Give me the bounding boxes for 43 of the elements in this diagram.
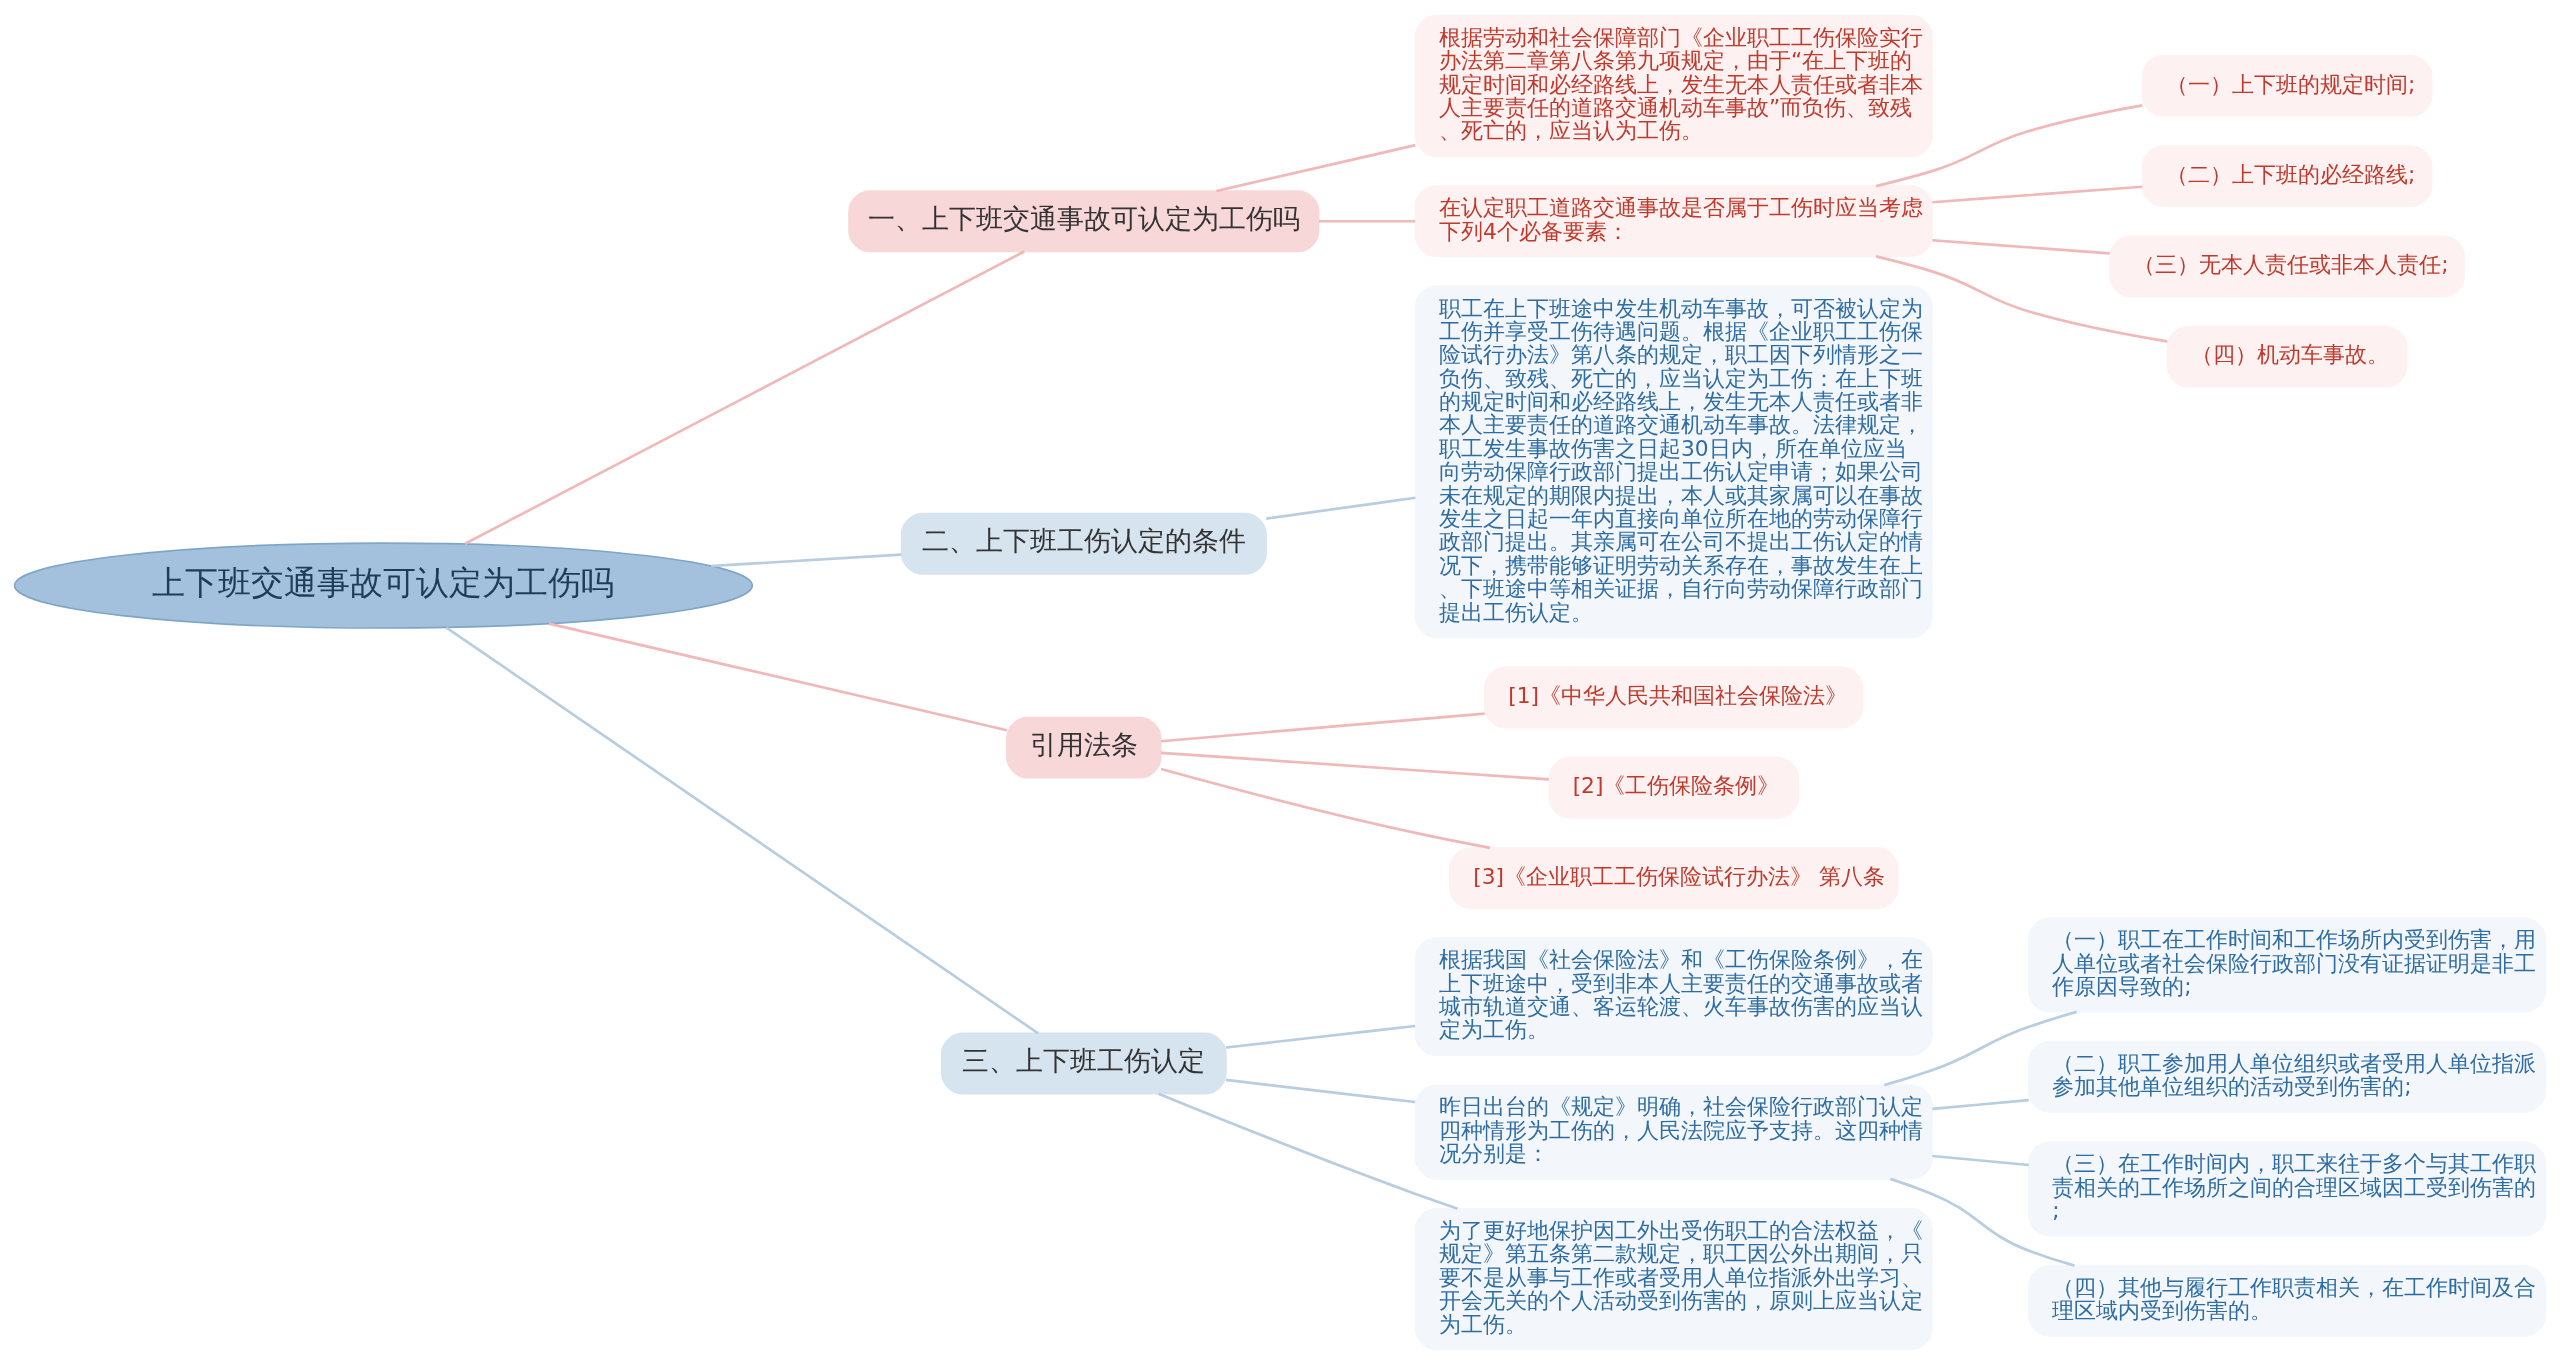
node-box: 为了更好地保护因工外出受伤职工的合法权益，《规定》第五条第二款规定，职工因公外出期间，只要不是从事与工作或者受用人单位指派外出学习、开会无关的个人活动受到伤害的，原则上应当认定为工伤。 [1414,1207,1933,1350]
node-box: 根据劳动和社会保障部门《企业职工工伤保险实行办法第二章第八条第九项规定，由于“在上下班的规定时间和必经路线上，发生无本人责任或者非本人主要责任的道路交通机动车事故”而负伤、致残、死亡的，应当认为工伤。 [1414,14,1933,157]
node-box: 引用法条 [1006,716,1162,779]
connector [1160,767,1491,849]
node-box: （三）在工作时间内，职工来往于多个与其工作职责相关的工作场所之间的合理区域因工受到伤害的; [2028,1140,2547,1236]
node-box: （四）其他与履行工作职责相关，在工作时间及合理区域内受到伤害的。 [2028,1264,2547,1337]
connector [1225,1078,1416,1103]
node-box: （二）上下班的必经路线; [2141,144,2433,207]
node-box: （二）职工参加用人单位组织或者受用人单位指派参加其他单位组织的活动受到伤害的; [2028,1040,2547,1113]
connector [1160,711,1485,743]
node-box: （四）机动车事故。 [2166,325,2408,388]
node-box: 三、上下班工伤认定 [940,1032,1227,1094]
connector [1890,1177,2075,1267]
node-box: 一、上下班交通事故可认定为工伤吗 [848,189,1320,252]
connector [1875,103,2143,187]
node-box: （一）上下班的规定时间; [2141,54,2433,117]
node-ellipse: 上下班交通事故可认定为工伤吗 [13,541,754,629]
connector [1157,1091,1459,1210]
node-box: 根据我国《社会保险法》和《工伤保险条例》，在上下班途中，受到非本人主要责任的交通事故或者城市轨道交通、客运轮渡、火车事故伤害的应当认定为工伤。 [1414,936,1933,1056]
node-box: 二、上下班工伤认定的条件 [900,512,1267,575]
connector [1932,238,2110,255]
connector [1319,219,1416,223]
connector [1932,184,2143,204]
connector [711,552,902,567]
connector [1266,495,1416,520]
node-box: 昨日出台的《规定》明确，社会保险行政部门认定四种情形为工伤的，人民法院应予支持。这四种情况分别是： [1414,1083,1933,1180]
connector [1932,1098,2029,1110]
node-box: [1]《中华人民共和国社会保险法》 [1484,666,1864,728]
node-box: 职工在上下班途中发生机动车事故，可否被认定为工伤并享受工伤待遇问题。根据《企业职工工伤保险试行办法》第八条的规定，职工因下列情形之一负伤、致残、死亡的，应当认定为工伤：在上下班的规定时间和必经路线上，发生无本人责任或者非本人主要责任的道路交通机动车事故。法律规定，职工发生事故伤害之日起30日内，所在单位应当向劳动保障行政部门提出工伤认定申请；如果公司未在规定的期限内提出，本人或其家属可以在事故发生之日起一年内直接向单位所在地的劳动保障行政部门提出。其亲属可在公司不提出工伤认定的情况下，携带能够证明劳动关系存在，事故发生在上、下班途中等相关证据，自行向劳动保障行政部门提出工伤认定。 [1414,285,1933,638]
node-box: [2]《工伤保险条例》 [1548,756,1800,819]
node-box: 在认定职工道路交通事故是否属于工伤时应当考虑下列4个必备要素： [1414,184,1933,257]
connector [548,621,1008,731]
connector [464,249,1025,545]
connector [1160,751,1549,781]
node-box: （三）无本人责任或非本人责任; [2109,234,2466,297]
node-box: （一）职工在工作时间和工作场所内受到伤害，用人单位或者社会保险行政部门没有证据证明是非工作原因导致的; [2028,916,2547,1013]
connector [1216,143,1416,192]
node-box: [3]《企业职工工伤保险试行办法》 第八条 [1449,846,1899,909]
connector [445,625,1039,1034]
connector [1932,1154,2029,1166]
connector [1875,254,2168,343]
connector [1225,1024,1416,1049]
connector [1883,1010,2077,1086]
